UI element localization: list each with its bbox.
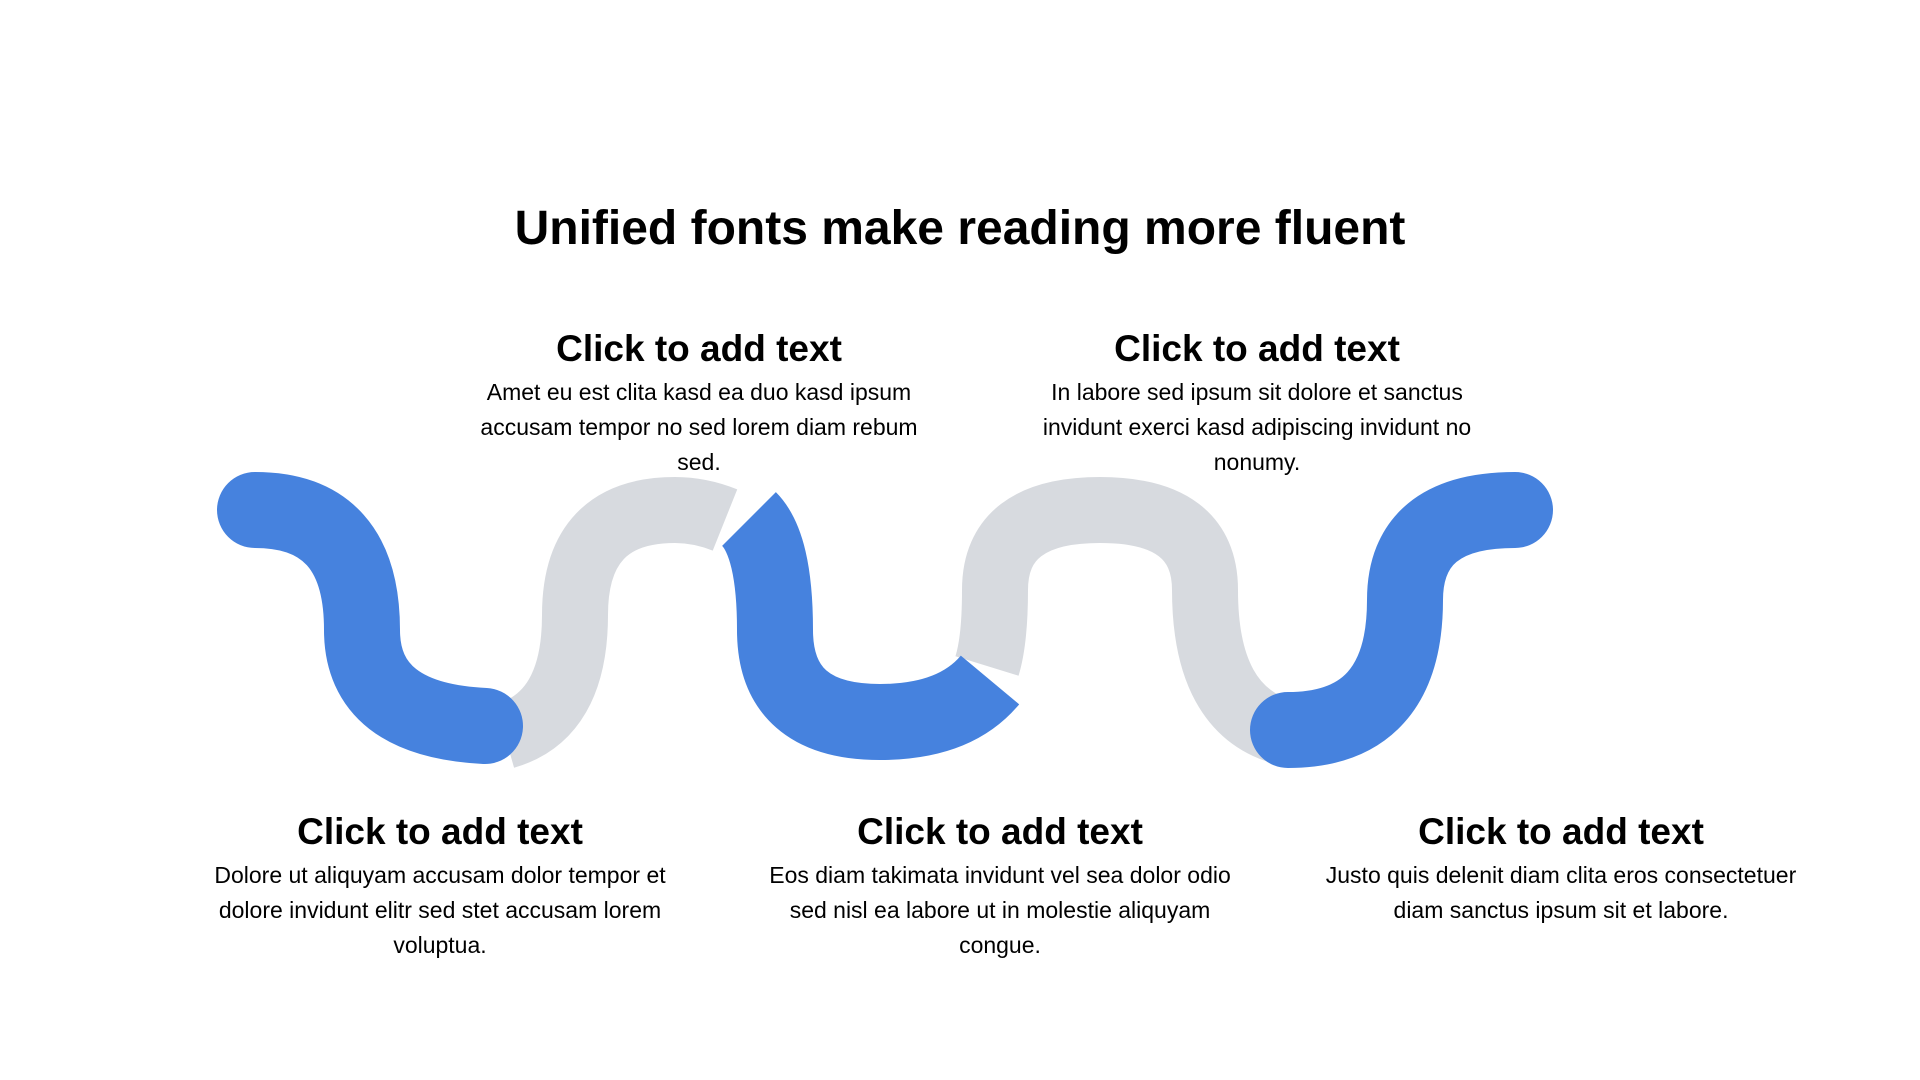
step-body[interactable]: Amet eu est clita kasd ea duo kasd ipsum… xyxy=(480,379,918,475)
slide-title: Unified fonts make reading more fluent xyxy=(514,202,1406,255)
step-1-text-block[interactable]: Click to add text Dolore ut aliquyam acc… xyxy=(200,810,680,963)
step-3-text-block[interactable]: Click to add text Eos diam takimata invi… xyxy=(760,810,1240,963)
wave-segment-1 xyxy=(217,472,523,764)
step-4-text-block[interactable]: Click to add text In labore sed ipsum si… xyxy=(1017,327,1497,480)
step-2-text-block[interactable]: Click to add text Amet eu est clita kasd… xyxy=(459,327,939,480)
step-body[interactable]: Eos diam takimata invidunt vel sea dolor… xyxy=(769,862,1231,958)
step-heading[interactable]: Click to add text xyxy=(857,811,1143,852)
wave-segment-4 xyxy=(955,476,1294,764)
step-body[interactable]: In labore sed ipsum sit dolore et sanctu… xyxy=(1042,379,1472,475)
wave-segment-2 xyxy=(494,476,738,768)
step-body[interactable]: Justo quis delenit diam clita eros conse… xyxy=(1325,862,1797,923)
wave-segment-5 xyxy=(1250,472,1553,768)
wave-segment-3 xyxy=(720,492,1020,761)
step-heading[interactable]: Click to add text xyxy=(556,328,842,369)
step-heading[interactable]: Click to add text xyxy=(1418,811,1704,852)
step-body[interactable]: Dolore ut aliquyam accusam dolor tempor … xyxy=(214,862,666,958)
step-heading[interactable]: Click to add text xyxy=(1114,328,1400,369)
step-5-text-block[interactable]: Click to add text Justo quis delenit dia… xyxy=(1321,810,1801,928)
step-heading[interactable]: Click to add text xyxy=(297,811,583,852)
